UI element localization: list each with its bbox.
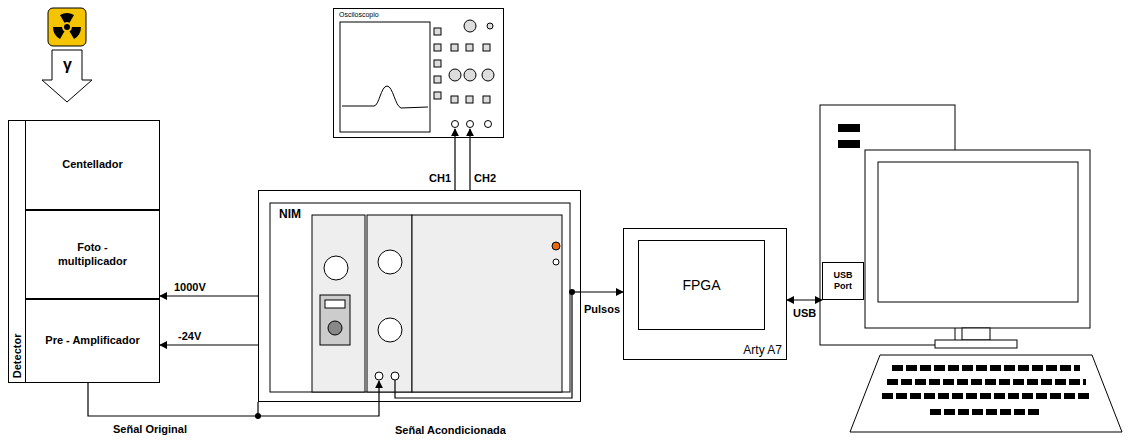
nim-modules <box>270 203 570 392</box>
computer <box>820 105 1122 432</box>
edge-label: Pulsos <box>584 303 620 316</box>
scintillator-box: Centellador <box>25 120 160 210</box>
signal-connector <box>469 129 470 190</box>
signal-connector <box>787 299 822 300</box>
signal-label: Señal Acondicionada <box>395 423 506 437</box>
edge-label: 1000V <box>174 281 206 294</box>
edge-label: USB <box>793 307 816 320</box>
signal-connector <box>454 129 455 190</box>
node-text: Osciloscopio <box>339 11 379 19</box>
edge-label: -24V <box>178 330 201 343</box>
node-text: Detector <box>11 333 24 378</box>
edge-label: CH2 <box>474 172 496 185</box>
signal-connector <box>160 344 258 345</box>
node-text: USB Port <box>826 270 860 292</box>
nim-crate: NIM <box>258 190 581 402</box>
detector-housing: Detector CentelladorFoto - multiplicadorP… <box>8 120 160 383</box>
edge-label: Señal Original <box>113 423 187 436</box>
junction-dot <box>569 289 575 295</box>
node-text: Arty A7 <box>743 343 782 357</box>
fpga-board: Arty A7 FPGA <box>623 228 787 360</box>
node-text: Pre - Amplificador <box>45 334 139 347</box>
edge-label: CH1 <box>429 172 451 185</box>
node-text: NIM <box>279 207 301 221</box>
oscilloscope-box: Osciloscopio <box>333 8 504 138</box>
node-text: FPGA <box>682 277 720 294</box>
photomultiplier-box: Foto - multiplicador <box>25 210 160 299</box>
radiation-arrow <box>42 50 92 102</box>
radiation-icon <box>48 8 86 46</box>
signal-connector <box>581 291 623 292</box>
node-text: Centellador <box>62 158 123 171</box>
node-text: Foto - multiplicador <box>43 241 143 267</box>
fpga-chip: FPGA <box>638 240 765 330</box>
gamma-symbol: γ <box>63 55 72 74</box>
preamplifier-box: Pre - Amplificador <box>25 299 160 383</box>
signal-wire <box>258 292 581 416</box>
oscilloscope <box>340 20 494 132</box>
signal-connector <box>160 295 258 296</box>
usb-port-box: USB Port <box>822 262 864 300</box>
signal-connector <box>88 381 379 416</box>
